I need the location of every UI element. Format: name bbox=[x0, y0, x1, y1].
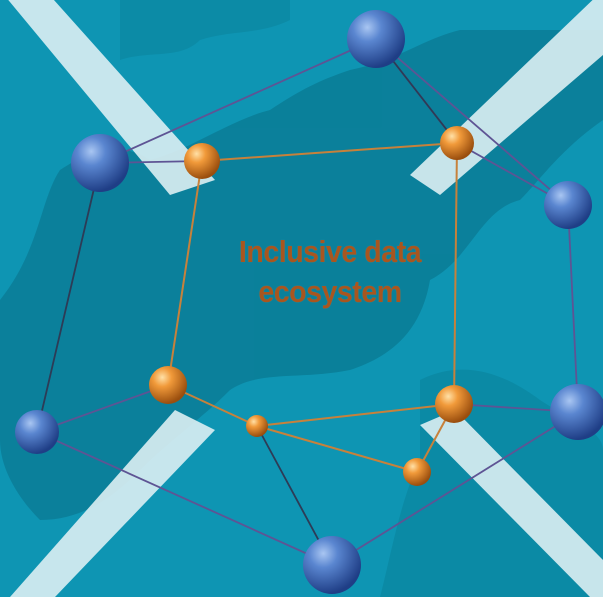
node-small-upper-left bbox=[184, 143, 220, 179]
node-large-lower-right bbox=[550, 384, 603, 440]
large-nodes bbox=[15, 10, 603, 594]
diagram-title: Inclusive data ecosystem bbox=[183, 232, 477, 312]
node-small-upper-right bbox=[440, 126, 474, 160]
node-large-upper-left bbox=[71, 134, 129, 192]
node-large-right bbox=[544, 181, 592, 229]
small-nodes bbox=[149, 126, 474, 486]
node-large-top bbox=[347, 10, 405, 68]
diagram-title-line-1: Inclusive data bbox=[238, 234, 422, 269]
node-large-bottom bbox=[303, 536, 361, 594]
node-small-center bbox=[246, 415, 268, 437]
node-large-lower-left bbox=[15, 410, 59, 454]
diagram-title-line-2: ecosystem bbox=[258, 274, 402, 309]
node-small-lower-right bbox=[403, 458, 431, 486]
node-small-mid-right bbox=[435, 385, 473, 423]
edges-inner bbox=[167, 142, 458, 473]
node-small-mid-left bbox=[149, 366, 187, 404]
